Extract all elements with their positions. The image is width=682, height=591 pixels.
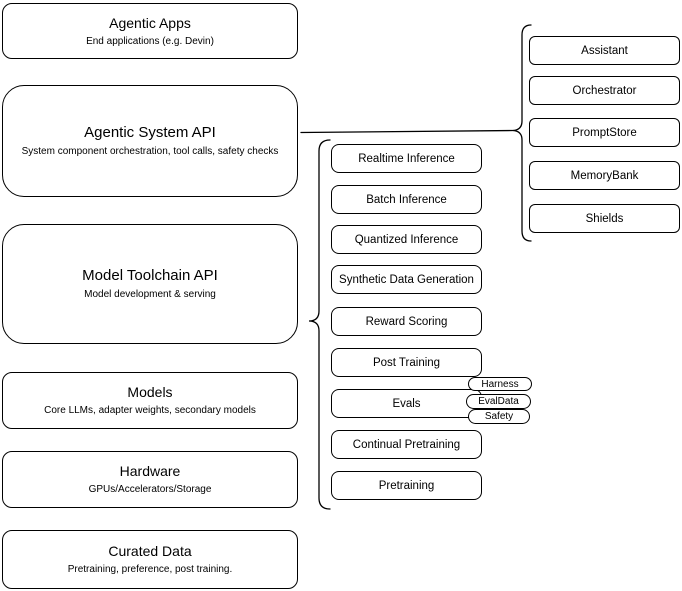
node-agentic-apps: Agentic Apps End applications (e.g. Devi… — [2, 3, 298, 59]
node-promptstore: PromptStore — [529, 118, 680, 147]
node-orchestrator: Orchestrator — [529, 76, 680, 105]
pill-safety: Safety — [468, 409, 530, 424]
node-subtitle: System component orchestration, tool cal… — [21, 146, 279, 157]
node-synthetic-data-generation: Synthetic Data Generation — [331, 265, 482, 294]
node-subtitle: Core LLMs, adapter weights, secondary mo… — [44, 405, 256, 416]
node-subtitle: Model development & serving — [84, 289, 216, 300]
node-title: Models — [127, 384, 173, 400]
node-memorybank: MemoryBank — [529, 161, 680, 190]
node-continual-pretraining: Continual Pretraining — [331, 430, 482, 459]
node-quantized-inference: Quantized Inference — [331, 225, 482, 254]
node-agentic-system-api: Agentic System API System component orch… — [2, 85, 298, 197]
node-title: Hardware — [119, 463, 181, 479]
node-reward-scoring: Reward Scoring — [331, 307, 482, 336]
node-batch-inference: Batch Inference — [331, 185, 482, 214]
node-subtitle: Pretraining, preference, post training. — [67, 564, 233, 575]
node-title: Agentic Apps — [109, 14, 191, 31]
pill-evaldata: EvalData — [466, 394, 531, 409]
toolchain-group-brace — [308, 139, 331, 510]
node-title: Curated Data — [108, 543, 192, 559]
node-evals: Evals — [331, 389, 482, 418]
pill-harness: Harness — [468, 377, 532, 391]
system-api-connector-line — [300, 129, 514, 134]
node-pretraining: Pretraining — [331, 471, 482, 500]
node-curated-data: Curated Data Pretraining, preference, po… — [2, 530, 298, 589]
node-realtime-inference: Realtime Inference — [331, 144, 482, 173]
node-title: Agentic System API — [84, 124, 216, 141]
node-shields: Shields — [529, 204, 680, 233]
node-model-toolchain-api: Model Toolchain API Model development & … — [2, 224, 298, 344]
node-post-training: Post Training — [331, 348, 482, 377]
node-hardware: Hardware GPUs/Accelerators/Storage — [2, 451, 298, 508]
node-subtitle: GPUs/Accelerators/Storage — [88, 484, 212, 495]
node-models: Models Core LLMs, adapter weights, secon… — [2, 372, 298, 429]
node-subtitle: End applications (e.g. Devin) — [86, 35, 214, 47]
node-title: Model Toolchain API — [82, 267, 218, 284]
node-assistant: Assistant — [529, 36, 680, 65]
